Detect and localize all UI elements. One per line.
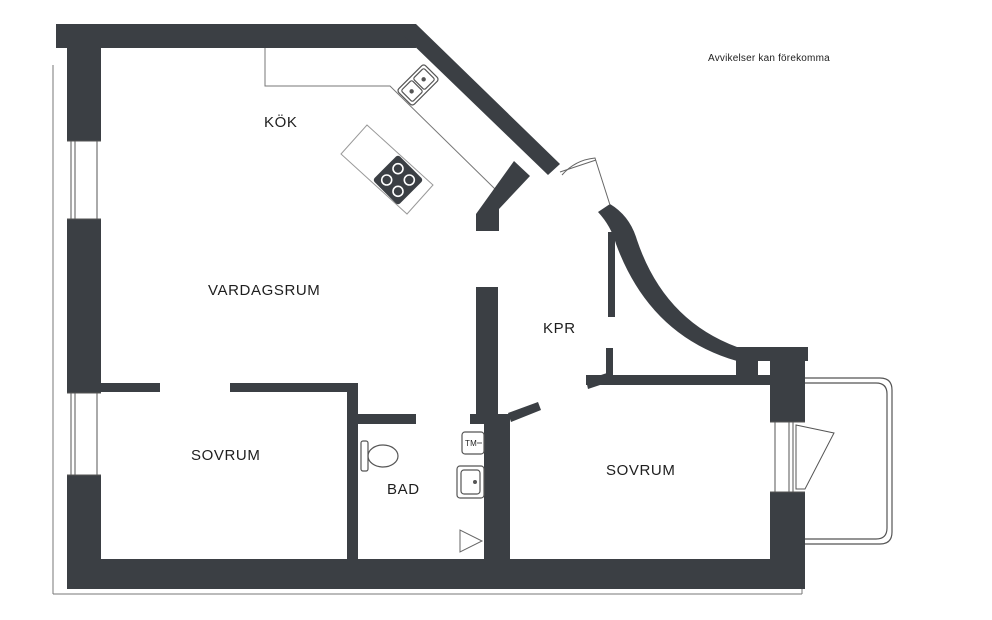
washbasin-icon [456, 465, 485, 499]
window-left-upper [67, 140, 101, 220]
sink-icon [397, 64, 439, 106]
shower-marker-icon [459, 529, 484, 553]
room-label-bathroom: BAD [387, 481, 420, 498]
room-label-bedroom-left: SOVRUM [191, 447, 260, 464]
washing-machine-icon: TM [461, 431, 485, 455]
washer-label: TM [465, 439, 477, 448]
room-label-hall: KPR [543, 320, 576, 337]
kitchen-counter [264, 48, 496, 190]
room-label-bedroom-right: SOVRUM [606, 462, 675, 479]
walls [56, 24, 808, 589]
room-label-kitchen: KÖK [264, 113, 297, 131]
stove-icon [373, 155, 423, 205]
balcony-outline [803, 377, 893, 545]
kitchen-island [340, 124, 434, 215]
window-left-lower [67, 392, 101, 476]
entrance-door-swing [559, 157, 611, 206]
room-label-living-room: VARDAGSRUM [208, 282, 320, 299]
disclaimer-note: Avvikelser kan förekomma [708, 53, 830, 64]
balcony-door [770, 421, 835, 493]
toilet-icon [360, 440, 399, 472]
